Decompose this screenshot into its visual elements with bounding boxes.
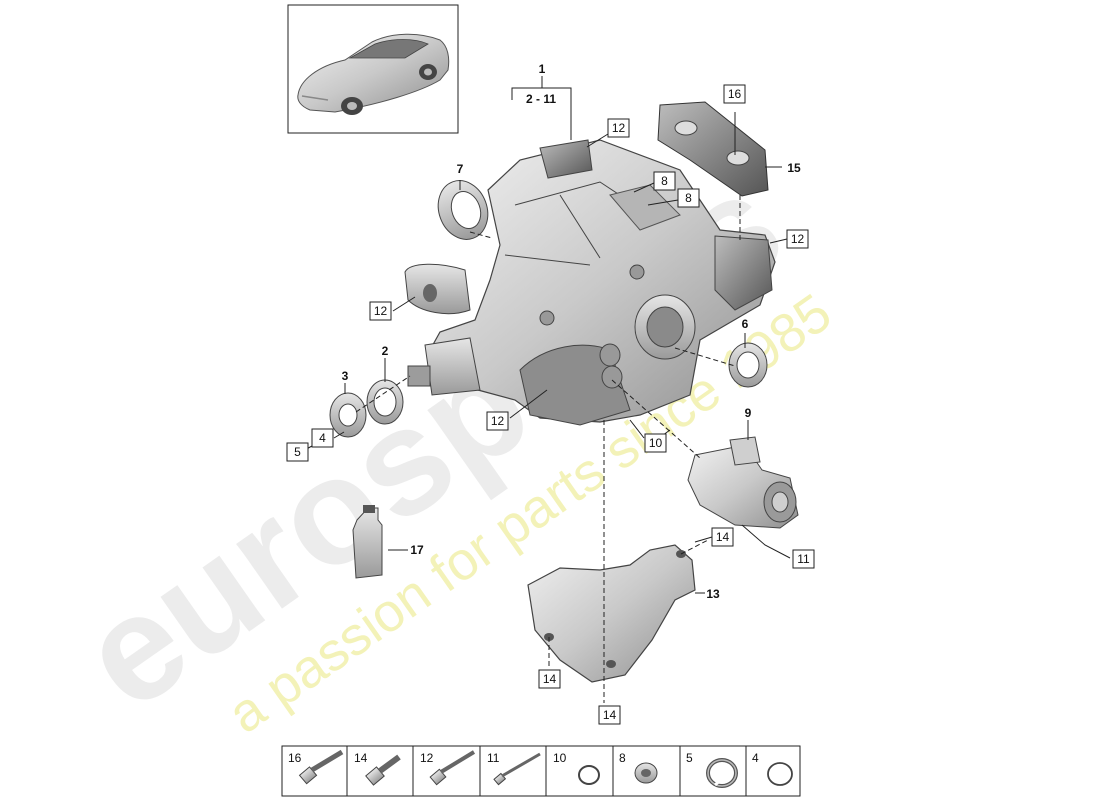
ring-2	[366, 379, 404, 425]
box-8-a: 8	[653, 171, 676, 191]
svg-text:12: 12	[791, 232, 805, 246]
svg-text:12: 12	[491, 414, 505, 428]
legend-item-11: 11	[487, 751, 541, 786]
box-8-b: 8	[677, 188, 700, 208]
callout-15: 15	[787, 161, 801, 175]
short-bolt-icon	[365, 754, 401, 786]
svg-text:14: 14	[716, 530, 730, 544]
svg-text:12: 12	[612, 121, 626, 135]
long-bolt-icon	[298, 749, 344, 785]
legend-item-4: 4	[752, 751, 793, 786]
svg-text:14: 14	[354, 751, 368, 765]
hardware-legend: 16 14 12 11	[281, 745, 801, 797]
seal-ring-6	[728, 342, 768, 388]
box-12-right: 12	[786, 229, 809, 249]
callout-2: 2	[382, 344, 389, 358]
svg-text:16: 16	[728, 87, 742, 101]
callout-9: 9	[745, 406, 752, 420]
seal-ring-7	[437, 180, 489, 240]
callout-3: 3	[342, 369, 349, 383]
legend-item-12: 12	[420, 750, 476, 786]
box-16: 16	[723, 84, 746, 104]
callout-7: 7	[457, 162, 464, 176]
callout-6: 6	[742, 317, 749, 331]
svg-text:14: 14	[603, 708, 617, 722]
box-11: 11	[792, 549, 815, 569]
actuator-9	[687, 436, 799, 529]
callout-range: 2 - 11	[526, 92, 556, 106]
callout-13: 13	[706, 587, 720, 601]
svg-text:8: 8	[685, 191, 692, 205]
svg-text:8: 8	[661, 174, 668, 188]
box-4: 4	[311, 428, 334, 448]
circlip-icon	[706, 758, 738, 788]
o-ring-icon	[767, 762, 793, 786]
svg-text:14: 14	[543, 672, 557, 686]
svg-text:4: 4	[752, 751, 759, 765]
svg-text:16: 16	[288, 751, 302, 765]
legend-item-14: 14	[354, 751, 401, 786]
car-thumbnail-icon	[297, 33, 450, 115]
box-5: 5	[286, 442, 309, 462]
callout-labels: 1 2 - 11 7 15 6 2 3 9 17 13	[342, 62, 801, 601]
svg-text:12: 12	[374, 304, 388, 318]
svg-text:4: 4	[319, 431, 326, 445]
box-12-left: 12	[369, 301, 392, 321]
svg-text:12: 12	[420, 751, 434, 765]
callout-17: 17	[410, 543, 424, 557]
box-10: 10	[644, 433, 667, 453]
boxed-labels: 12 8 8 16 12 12 4 5	[286, 84, 815, 725]
thin-bolt-icon	[493, 752, 541, 786]
heat-shield-13	[527, 544, 696, 683]
oil-bottle-17	[352, 505, 383, 579]
plug-icon	[634, 762, 658, 784]
svg-text:10: 10	[649, 436, 663, 450]
box-14-left: 14	[538, 669, 561, 689]
long-bolt-icon	[429, 750, 476, 786]
legend-item-5: 5	[686, 751, 738, 788]
legend-item-8: 8	[619, 751, 658, 784]
seal-3	[329, 392, 367, 438]
legend-item-10: 10	[553, 751, 600, 785]
svg-text:11: 11	[797, 552, 810, 566]
svg-text:5: 5	[294, 445, 301, 459]
mount-bracket	[657, 101, 769, 197]
box-14-right: 14	[711, 527, 734, 547]
svg-text:8: 8	[619, 751, 626, 765]
svg-text:10: 10	[553, 751, 567, 765]
box-12-bottom: 12	[486, 411, 509, 431]
legend-item-16: 16	[288, 749, 344, 785]
rear-differential	[404, 139, 776, 426]
callout-1: 1	[539, 62, 546, 76]
box-14-bottom: 14	[598, 705, 621, 725]
seal-ring-icon	[578, 765, 600, 785]
box-12-top: 12	[607, 118, 630, 138]
car-thumbnail	[287, 4, 459, 134]
svg-text:11: 11	[487, 751, 500, 765]
svg-text:5: 5	[686, 751, 693, 765]
